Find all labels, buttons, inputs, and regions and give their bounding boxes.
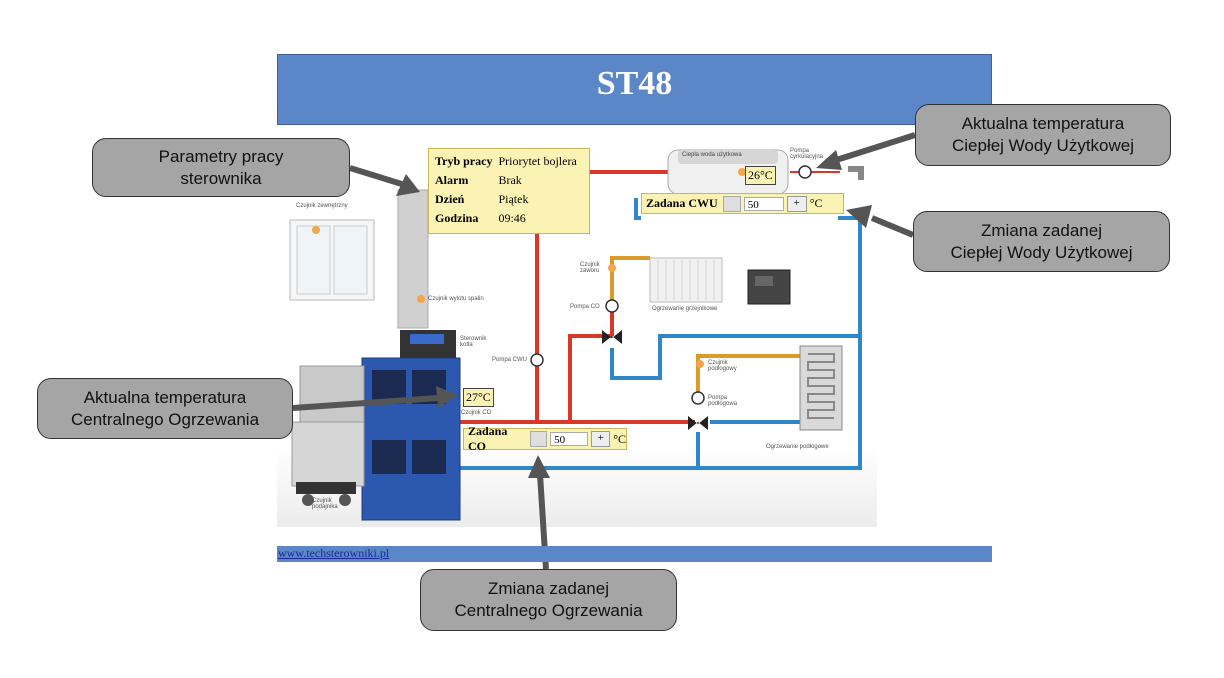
co-sensor-label: Czujnik CO <box>461 410 492 416</box>
co-unit: °C <box>613 431 626 446</box>
valve-co-icon <box>602 330 622 344</box>
co-setpoint-control: Zadana CO 50 + °C <box>463 424 627 453</box>
cwu-setpoint-label: Zadana CWU <box>646 196 718 210</box>
radiators-label: Ogrzewanie grzejnikowe <box>652 306 718 312</box>
room-controller-icon <box>747 269 791 305</box>
cwu-unit: °C <box>809 196 823 210</box>
floor-pump-label: Pompa podłogowa <box>708 395 738 407</box>
co-decrease-button[interactable] <box>530 431 548 447</box>
valve-sensor-label: Czujnik zaworu <box>580 262 600 274</box>
tank-label: Ciepła woda użytkowa <box>682 152 742 158</box>
co-setpoint-input[interactable]: 50 <box>550 432 589 446</box>
footer-bar: www.techsterowniki.pl <box>277 546 992 562</box>
pump-cwu-icon <box>530 353 544 367</box>
floor-heating-icon <box>799 345 843 431</box>
pump-co-icon <box>605 299 619 313</box>
co-temperature-readout: 27°C <box>463 388 494 407</box>
circulation-pump-icon <box>798 165 812 179</box>
callout-params: Parametry pracy sterownika <box>92 138 350 197</box>
co-setpoint-label: Zadana CO <box>468 424 508 453</box>
flue-sensor-label: Czujnik wylotu spalin <box>428 296 484 302</box>
cwu-increase-button[interactable]: + <box>786 195 807 212</box>
page-title: ST48 <box>596 65 673 102</box>
valve-floor-icon <box>688 416 708 430</box>
circulation-pump-label: Pompa cyrkulacyjna <box>790 148 824 160</box>
callout-cwu-temp: Aktualna temperatura Ciepłej Wody Użytko… <box>915 104 1171 166</box>
cwu-setpoint-input[interactable]: 50 <box>743 196 784 211</box>
floor-pump-icon <box>691 391 705 405</box>
pump-cwu-label: Pompa CWU <box>492 357 528 363</box>
website-link[interactable]: www.techsterowniki.pl <box>278 546 390 560</box>
boiler-icon <box>291 330 461 521</box>
pump-co-label: Pompa CO <box>570 304 600 310</box>
radiator-icon <box>649 257 723 303</box>
chimney-pipe <box>397 189 429 329</box>
cwu-temperature-readout: 26°C <box>745 166 776 185</box>
faucet-icon <box>848 166 864 180</box>
floor-heating-label: Ogrzewanie podłogowe <box>766 444 829 450</box>
window-icon <box>289 219 375 301</box>
callout-co-temp: Aktualna temperatura Centralnego Ogrzewa… <box>37 378 293 439</box>
controller-label: Sterownik kotła <box>460 336 487 348</box>
floor-sensor-label: Czujnik podłogowy <box>708 360 737 372</box>
co-increase-button[interactable]: + <box>591 431 611 447</box>
callout-cwu-set: Zmiana zadanej Ciepłej Wody Użytkowej <box>913 211 1170 272</box>
header-bar: ST48 <box>277 54 992 125</box>
cwu-decrease-button[interactable] <box>722 195 741 212</box>
callout-co-set: Zmiana zadanej Centralnego Ogrzewania <box>420 569 677 631</box>
cwu-setpoint-control: Zadana CWU 50 + °C <box>641 193 844 214</box>
outdoor-sensor-label: Czujnik zewnętrzny <box>296 203 348 209</box>
feeder-sensor-label: Czujnik podajnika <box>312 498 338 510</box>
